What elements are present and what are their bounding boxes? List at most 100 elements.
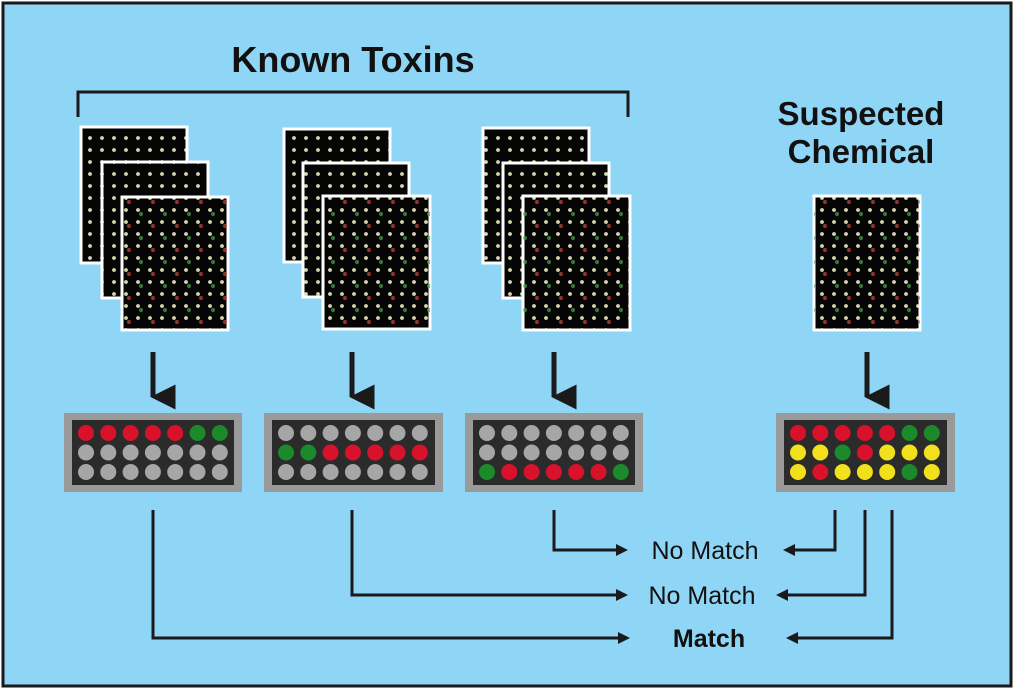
- profile-spots: [479, 425, 629, 480]
- connector-line: [786, 510, 867, 597]
- profile-spot-red: [322, 444, 339, 461]
- profile-spot-gray: [322, 425, 339, 441]
- microarray-stack-1: [79, 125, 230, 332]
- profile-spot-gray: [545, 444, 562, 461]
- profile-spot-gray: [122, 444, 139, 461]
- profile-spot-red: [834, 425, 851, 441]
- profile-spot-gray: [278, 425, 294, 441]
- profile-spot-gray: [389, 425, 406, 441]
- profile-spot-red: [545, 464, 562, 480]
- profile-spot-red: [144, 425, 161, 441]
- profile-box-toxin-3: [465, 413, 643, 492]
- profile-spot-red: [411, 444, 428, 461]
- profile-spot-gray: [501, 444, 518, 461]
- profile-spot-gray: [389, 464, 406, 480]
- microarray-image-tint: [814, 196, 920, 330]
- profile-spot-gray: [78, 444, 94, 461]
- profile-spot-gray: [612, 425, 629, 441]
- profile-spot-gray: [78, 464, 94, 480]
- connector-line: [552, 510, 618, 552]
- profile-spot-gray: [367, 464, 384, 480]
- profile-spot-yellow: [790, 464, 806, 480]
- profile-spot-yellow: [901, 444, 918, 461]
- profile-spot-yellow: [923, 444, 940, 461]
- profile-spot-red: [122, 425, 139, 441]
- arrowheads: [616, 544, 798, 644]
- profile-spot-yellow: [923, 464, 940, 480]
- result-label-match: Match: [673, 625, 745, 653]
- profile-spot-gray: [568, 425, 585, 441]
- profile-spots: [78, 425, 228, 480]
- profile-spot-gray: [568, 444, 585, 461]
- profile-spot-green: [211, 425, 228, 441]
- profile-spot-red: [790, 425, 806, 441]
- profile-spot-gray: [590, 444, 607, 461]
- profile-spots: [790, 425, 940, 480]
- profile-spot-green: [189, 425, 206, 441]
- profile-spots: [278, 425, 428, 480]
- arrow-left-icon: [786, 632, 798, 644]
- profile-spot-gray: [144, 444, 161, 461]
- profile-spot-red: [812, 425, 829, 441]
- profile-spot-green: [612, 464, 629, 480]
- profile-spot-red: [879, 425, 896, 441]
- profile-spot-red: [856, 425, 873, 441]
- profile-spot-red: [568, 464, 585, 480]
- suspected-label-line1: Suspected: [778, 95, 945, 132]
- arrow-right-icon: [616, 544, 628, 556]
- profile-spot-red: [344, 444, 361, 461]
- profile-spot-gray: [411, 464, 428, 480]
- profile-spot-green: [300, 444, 317, 461]
- profile-spot-green: [278, 444, 294, 461]
- profile-spot-green: [479, 464, 495, 480]
- connector-line: [350, 510, 618, 597]
- profile-spot-red: [389, 444, 406, 461]
- profile-spot-yellow: [834, 464, 851, 480]
- down-arrows: [150, 352, 890, 410]
- arrow-left-icon: [783, 544, 795, 556]
- profile-box-toxin-1: [64, 413, 242, 492]
- profile-spot-gray: [523, 444, 540, 461]
- profile-spot-gray: [523, 425, 540, 441]
- profile-spot-gray: [167, 464, 184, 480]
- profile-spot-yellow: [790, 444, 806, 461]
- profile-spot-gray: [300, 464, 317, 480]
- profile-spot-gray: [479, 444, 495, 461]
- profile-spot-yellow: [856, 464, 873, 480]
- profile-spot-gray: [479, 425, 495, 441]
- profile-spot-gray: [590, 425, 607, 441]
- profile-spot-gray: [344, 464, 361, 480]
- profile-box-toxin-2: [264, 413, 443, 492]
- profile-spot-gray: [167, 444, 184, 461]
- microarray-image-tint: [122, 197, 228, 330]
- profile-spot-gray: [278, 464, 294, 480]
- arrow-left-icon: [776, 589, 788, 601]
- profile-spot-gray: [100, 444, 117, 461]
- profile-spot-yellow: [879, 464, 896, 480]
- profile-spot-gray: [322, 464, 339, 480]
- profile-spot-gray: [211, 444, 228, 461]
- profile-spot-red: [590, 464, 607, 480]
- arrow-right-icon: [616, 589, 628, 601]
- arrow-right-icon: [618, 632, 630, 644]
- profile-spot-gray: [144, 464, 161, 480]
- connector-line: [796, 510, 894, 640]
- profile-spot-red: [367, 444, 384, 461]
- result-label-no-match-1: No Match: [652, 537, 759, 565]
- profile-spot-green: [923, 425, 940, 441]
- microarray-stack-2: [282, 127, 432, 331]
- connectors: [151, 510, 894, 640]
- profile-spot-green: [901, 425, 918, 441]
- profile-spot-red: [501, 464, 518, 480]
- connector-line: [793, 510, 837, 552]
- result-label-no-match-2: No Match: [649, 582, 756, 610]
- profile-spot-red: [100, 425, 117, 441]
- suspected-label-line2: Chemical: [788, 133, 935, 170]
- profile-spot-yellow: [812, 444, 829, 461]
- profile-spot-red: [523, 464, 540, 480]
- profile-spot-gray: [545, 425, 562, 441]
- profile-spot-gray: [300, 425, 317, 441]
